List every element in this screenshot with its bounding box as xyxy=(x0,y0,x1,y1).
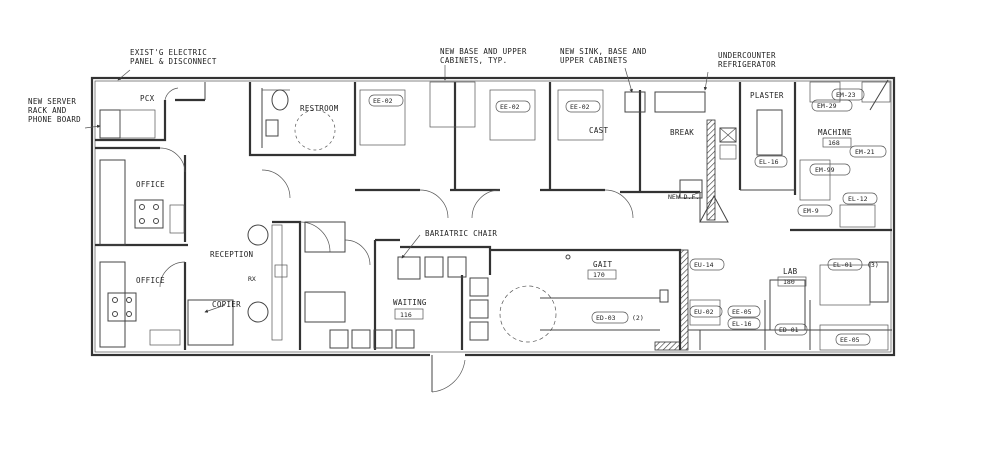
waiting-sofa xyxy=(304,221,346,253)
room-machine-number: 168 xyxy=(828,139,840,147)
note-server: PHONE BOARD xyxy=(28,115,81,124)
equipment-tag: EM-21 xyxy=(855,148,875,156)
equipment-tag: ED-01 xyxy=(779,326,799,334)
equipment-tag: EL-16 xyxy=(732,320,752,328)
room-reception: RECEPTION xyxy=(210,250,253,259)
equipment-tag: EE-02 xyxy=(373,97,393,105)
rx-label: RX xyxy=(248,275,256,283)
door-swings xyxy=(159,87,701,393)
room-labels: PCX RESTROOM OFFICE OFFICE RECEPTION WAI… xyxy=(136,91,852,320)
note-refrigerator: UNDERCOUNTER xyxy=(718,51,776,60)
note-cabinets: NEW BASE AND UPPER xyxy=(440,47,527,56)
equipment-tag: EM-29 xyxy=(817,102,837,110)
equipment-tag: EE-02 xyxy=(570,103,590,111)
exterior-walls xyxy=(90,76,896,357)
note-sink: UPPER CABINETS xyxy=(560,56,628,65)
equipment-tag: EE-02 xyxy=(500,103,520,111)
toilet-icon xyxy=(271,89,289,111)
equipment-tag: EE-05 xyxy=(840,336,860,344)
room-gait-number: 170 xyxy=(593,271,605,279)
room-lab: LAB xyxy=(783,267,798,276)
interior-walls xyxy=(95,82,892,351)
copier-icon xyxy=(187,299,234,346)
note-electric-panel: PANEL & DISCONNECT xyxy=(130,57,217,66)
equipment-tag: EL-12 xyxy=(848,195,868,203)
server-rack xyxy=(99,109,121,139)
room-cast: CAST xyxy=(589,126,608,135)
room-break: BREAK xyxy=(670,128,694,137)
note-drinking-fountain: NEW D.F. xyxy=(668,193,699,201)
furniture xyxy=(99,79,891,351)
equipment-count: (3) xyxy=(867,261,879,269)
room-waiting-number: 116 xyxy=(400,311,412,319)
chair-icon xyxy=(247,224,269,246)
annotation-notes: EXIST'G ELECTRIC PANEL & DISCONNECT NEW … xyxy=(28,47,776,309)
office-desk xyxy=(99,261,126,348)
note-sink: NEW SINK, BASE AND xyxy=(560,47,647,56)
office-desk xyxy=(99,159,126,246)
room-office: OFFICE xyxy=(136,276,165,285)
equipment-tag: ED-03 xyxy=(596,314,616,322)
room-plaster: PLASTER xyxy=(750,91,784,100)
sink-icon xyxy=(624,91,646,113)
waiting-sofa xyxy=(304,291,346,323)
equipment-tag: EU-14 xyxy=(694,261,714,269)
note-bariatric-chair: BARIATRIC CHAIR xyxy=(425,229,497,238)
room-waiting: WAITING xyxy=(393,298,427,307)
sink-icon xyxy=(265,119,279,137)
equipment-tag: EU-02 xyxy=(694,308,714,316)
equipment-tags: EE-02 EE-02 EE-02 EL-16 EM-23 EM-29 EM-2… xyxy=(368,88,887,346)
room-restroom: RESTROOM xyxy=(300,104,339,113)
room-pcx: PCX xyxy=(140,94,155,103)
room-gait: GAIT xyxy=(593,260,612,269)
equipment-tag: EL-01 xyxy=(833,261,853,269)
equipment-tag: EM-23 xyxy=(836,91,856,99)
note-refrigerator: REFRIGERATOR xyxy=(718,60,776,69)
chair-icon xyxy=(247,301,269,323)
note-server: NEW SERVER xyxy=(28,97,76,106)
equipment-tag: EM-99 xyxy=(815,166,835,174)
equipment-tag: EE-05 xyxy=(732,308,752,316)
room-machine: MACHINE xyxy=(818,128,852,137)
note-cabinets: CABINETS, TYP. xyxy=(440,56,507,65)
note-electric-panel: EXIST'G ELECTRIC xyxy=(130,48,207,57)
leader-lines xyxy=(84,65,709,313)
drinking-fountain-icon xyxy=(699,194,729,223)
equipment-count: (2) xyxy=(632,314,644,322)
room-office: OFFICE xyxy=(136,180,165,189)
note-server: RACK AND xyxy=(28,106,67,115)
room-lab-number: 180 xyxy=(783,278,795,286)
equipment-tag: EM-9 xyxy=(803,207,819,215)
equipment-tag: EL-16 xyxy=(759,158,779,166)
note-copier: COPIER xyxy=(212,300,241,309)
